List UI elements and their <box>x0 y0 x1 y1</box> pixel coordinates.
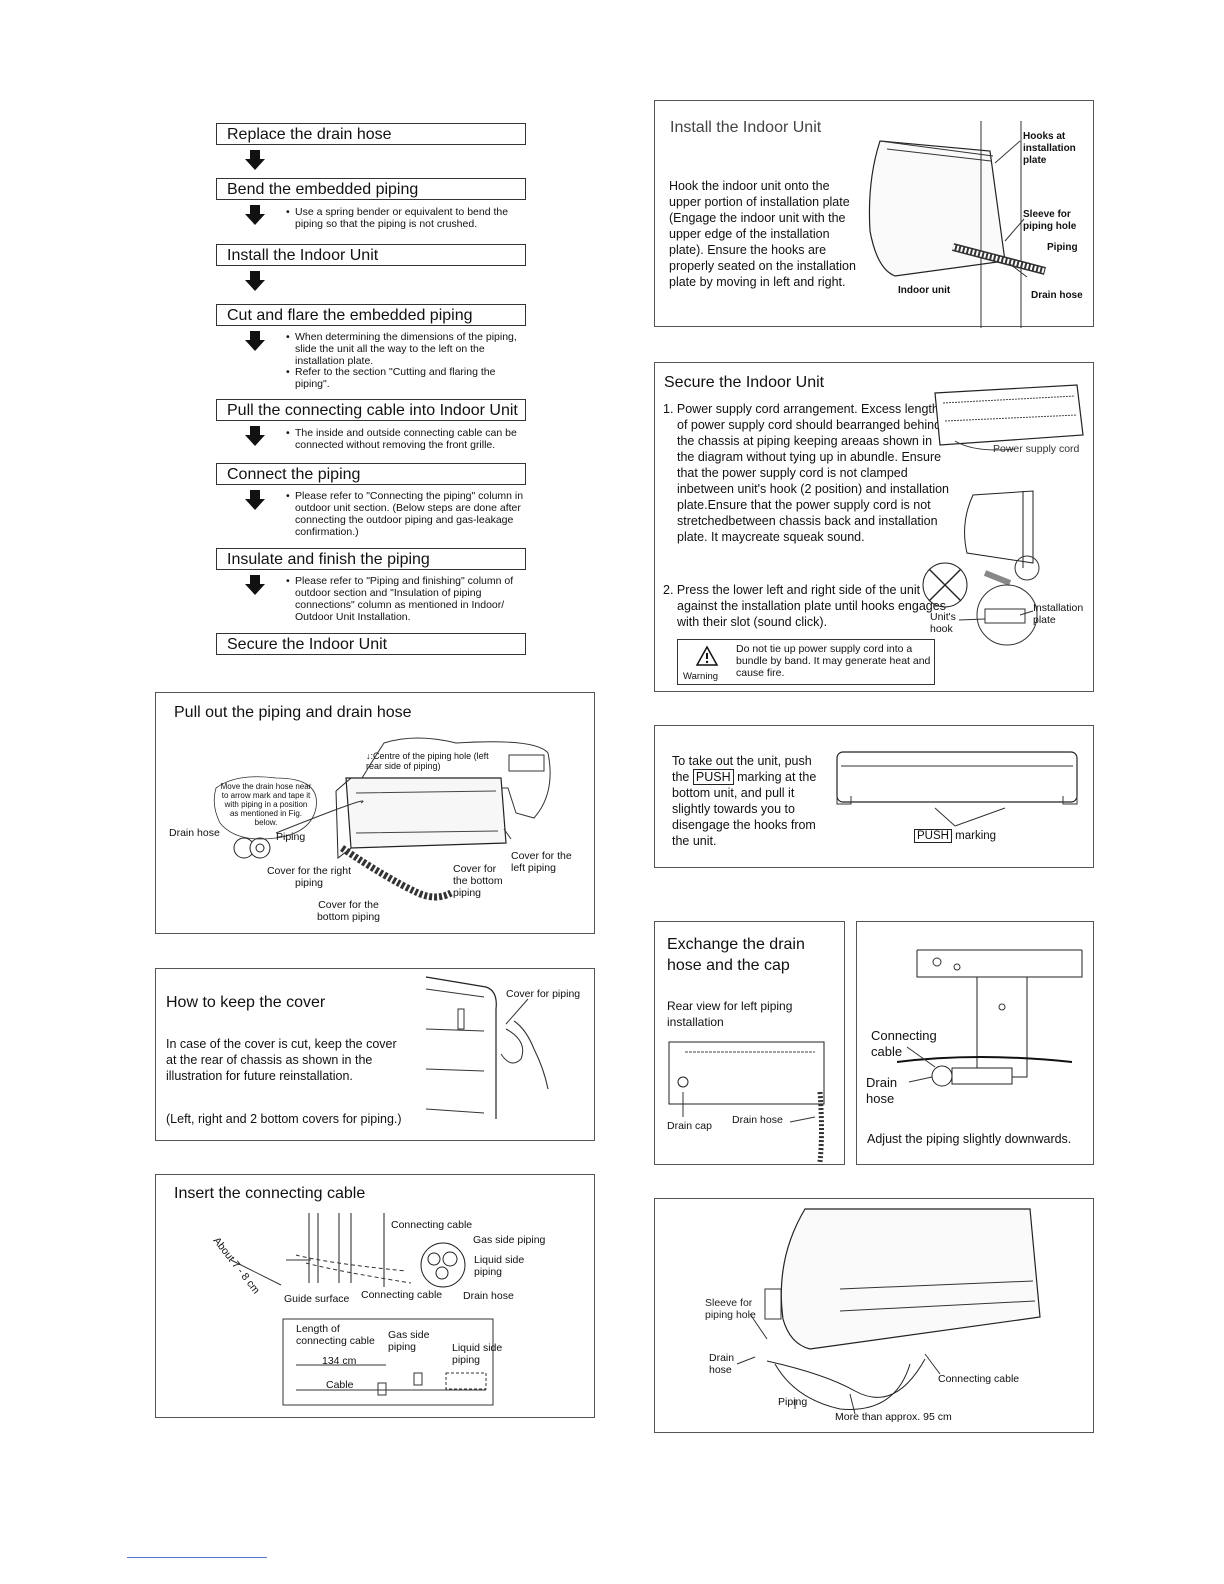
label-drain-hose: Drain hose <box>1031 290 1083 302</box>
label-units-hook: Unit's hook <box>930 611 970 635</box>
push-marking-label: PUSH marking <box>914 830 996 842</box>
panel-pull-out: Pull out the piping and drain hose ↓:Cen… <box>155 692 595 934</box>
label-cover-left-piping: Cover for the left piping <box>511 850 586 874</box>
label-power-supply-cord: Power supply cord <box>993 443 1079 455</box>
label-centre-piping-hole: ↓:Centre of the piping hole (left rear s… <box>366 751 506 771</box>
footer-rule <box>127 1557 267 1558</box>
label-liquid-side-piping-2: Liquid side piping <box>452 1342 507 1366</box>
label-installation-plate: Installation plate <box>1033 602 1093 626</box>
down-arrow-icon <box>245 426 265 446</box>
label-hooks-installation-plate: Hooks at installation plate <box>1023 131 1093 167</box>
label-length-value: 134 cm <box>322 1355 356 1367</box>
label-drain-hose: Drain hose <box>866 1075 906 1107</box>
unit-bottom-illustration <box>655 726 1095 869</box>
flow-note-cut-1: •When determining the dimensions of the … <box>295 331 530 367</box>
flow-step-cut-flare: Cut and flare the embedded piping <box>216 304 526 326</box>
label-connecting-cable: Connecting cable <box>938 1373 1019 1385</box>
label-piping: Piping <box>1047 242 1078 254</box>
down-arrow-icon <box>245 271 265 291</box>
warning-text: Do not tie up power supply cord into a b… <box>736 643 932 679</box>
label-cover-right-piping: Cover for the right piping <box>264 865 354 889</box>
label-guide-surface: Guide surface <box>284 1293 349 1305</box>
flow-note-pull: •The inside and outside connecting cable… <box>295 427 540 451</box>
label-gas-side-piping-2: Gas side piping <box>388 1329 438 1353</box>
label-drain-hose: Drain hose <box>732 1114 783 1126</box>
panel-final-installation: Sleeve for piping hole Drain hose Piping… <box>654 1198 1094 1433</box>
label-connecting-cable-bottom: Connecting cable <box>361 1289 442 1301</box>
flow-note-bend: •Use a spring bender or equivalent to be… <box>295 206 530 230</box>
flow-note-cut-2: •Refer to the section "Cutting and flari… <box>295 366 530 390</box>
adjust-caption: Adjust the piping slightly downwards. <box>867 1131 1092 1147</box>
flow-note-insulate: •Please refer to "Piping and finishing" … <box>295 575 535 623</box>
flow-step-secure: Secure the Indoor Unit <box>216 633 526 655</box>
chassis-cover-illustration <box>156 969 596 1142</box>
warning-box: Warning Do not tie up power supply cord … <box>677 639 935 685</box>
label-drain-cap: Drain cap <box>667 1120 712 1132</box>
flow-step-pull-cable: Pull the connecting cable into Indoor Un… <box>216 399 526 421</box>
panel-keep-cover: How to keep the cover In case of the cov… <box>155 968 595 1141</box>
label-drain-hose: Drain hose <box>169 827 220 839</box>
flow-step-insulate: Insulate and finish the piping <box>216 548 526 570</box>
bubble-move-drain-hose: Move the drain hose near to arrow mark a… <box>220 782 312 827</box>
panel-exchange-drain: Exchange the drain hose and the cap Rear… <box>654 921 845 1165</box>
down-arrow-icon <box>245 205 265 225</box>
label-cable: Cable <box>326 1379 353 1391</box>
label-connecting-cable: Connecting cable <box>871 1028 961 1060</box>
down-arrow-icon <box>245 575 265 595</box>
label-indoor-unit: Indoor unit <box>898 285 950 297</box>
down-arrow-icon <box>245 150 265 170</box>
warning-label: Warning <box>683 672 718 682</box>
label-more-than-95cm: More than approx. 95 cm <box>835 1411 952 1423</box>
label-length-connecting-cable: Length of connecting cable <box>296 1323 386 1347</box>
panel-secure: Secure the Indoor Unit 1. Power supply c… <box>654 362 1094 692</box>
flow-step-connect-piping: Connect the piping <box>216 463 526 485</box>
panel-adjust-piping: Connecting cable Drain hose Adjust the p… <box>856 921 1094 1165</box>
label-gas-side-piping: Gas side piping <box>473 1234 545 1246</box>
down-arrow-icon <box>245 490 265 510</box>
label-piping: Piping <box>276 831 305 843</box>
flow-step-bend-piping: Bend the embedded piping <box>216 178 526 200</box>
flow-step-replace-drain-hose: Replace the drain hose <box>216 123 526 145</box>
label-sleeve-piping-hole: Sleeve for piping hole <box>1023 209 1093 233</box>
label-connecting-cable-top: Connecting cable <box>391 1219 472 1231</box>
warning-triangle-icon <box>696 646 718 666</box>
label-piping: Piping <box>778 1396 807 1408</box>
label-cover-bottom-piping-a: Cover for the bottom piping <box>311 899 386 923</box>
panel-insert-cable: Insert the connecting cable About 7 - 8 … <box>155 1174 595 1418</box>
label-liquid-side-piping: Liquid side piping <box>474 1254 534 1278</box>
panel-take-out: To take out the unit, push the PUSH mark… <box>654 725 1094 868</box>
panel-install-indoor: Install the Indoor Unit Hook the indoor … <box>654 100 1094 327</box>
down-arrow-icon <box>245 331 265 351</box>
label-drain-hose: Drain hose <box>463 1290 514 1302</box>
flow-note-connect: •Please refer to "Connecting the piping"… <box>295 490 530 538</box>
label-drain-hose: Drain hose <box>709 1352 739 1376</box>
flow-step-install-indoor: Install the Indoor Unit <box>216 244 526 266</box>
label-cover-bottom-piping-b: Cover for the bottom piping <box>453 863 513 899</box>
label-sleeve-piping-hole: Sleeve for piping hole <box>705 1297 765 1321</box>
